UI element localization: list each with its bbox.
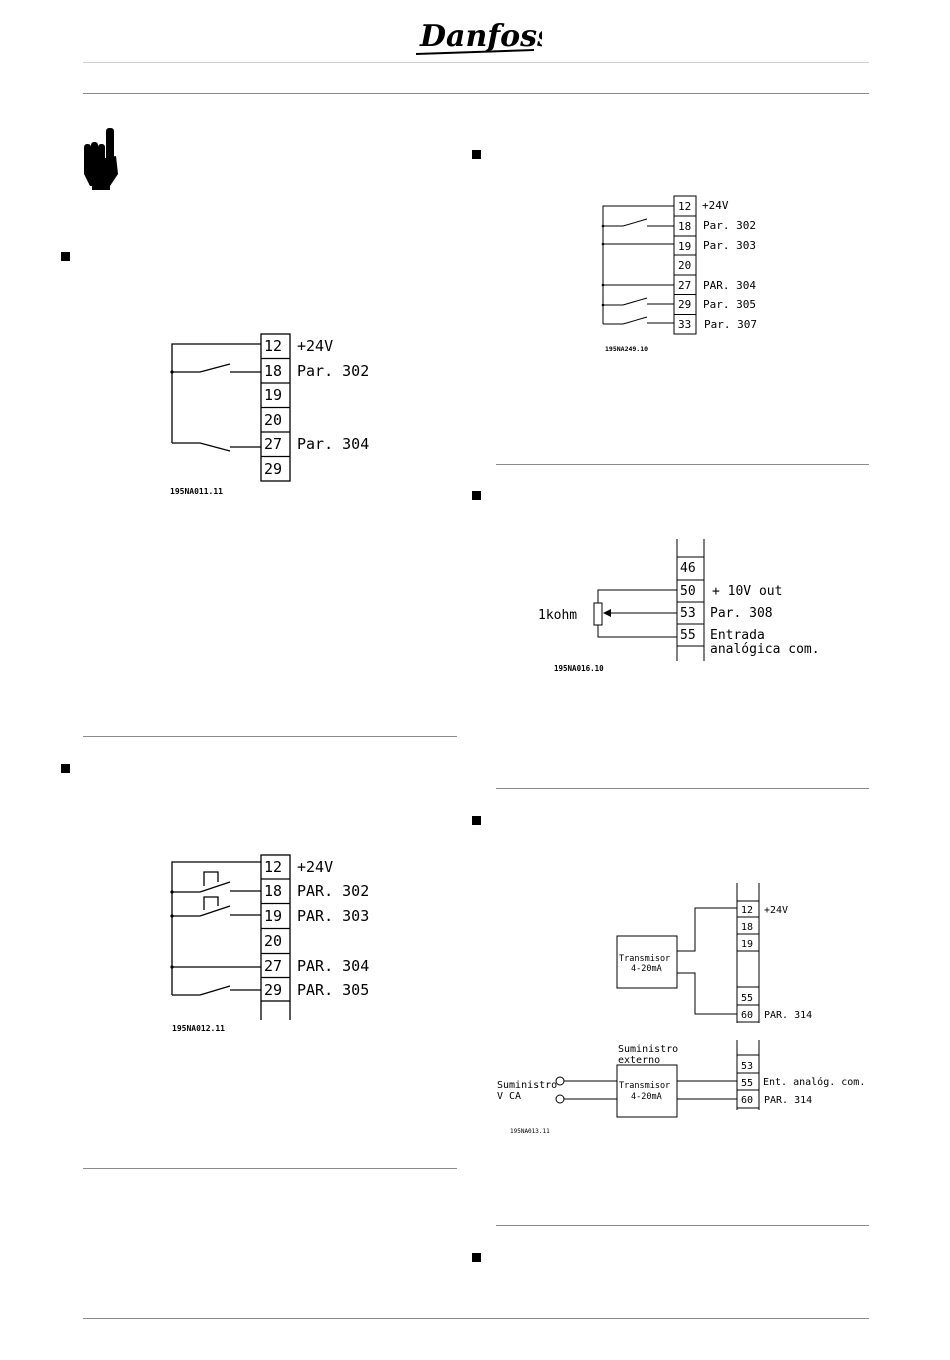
terminal-label: Ent. analóg. com.: [763, 1076, 865, 1088]
section-bullet: [472, 491, 481, 500]
figure-code: 195NA016.10: [554, 664, 604, 673]
terminal-label: +24V: [297, 337, 333, 355]
supply-label: V CA: [497, 1091, 521, 1102]
terminal-number: 18: [678, 220, 691, 233]
transmitter-diagram: 12 18 19 55 60 +24V PAR. 314 53 55 60 En…: [497, 883, 865, 1135]
terminal-label: PAR. 303: [297, 907, 369, 925]
terminal-number: 46: [680, 561, 696, 576]
terminal-label: PAR. 314: [764, 1010, 812, 1021]
section-divider: [83, 1168, 457, 1169]
brand-name: Danfoss: [419, 19, 542, 54]
section-divider: [83, 736, 457, 737]
section-bullet: [61, 252, 70, 261]
terminal-number: 20: [264, 411, 282, 429]
terminal-number: 19: [264, 386, 282, 404]
note-hand-icon: [84, 128, 118, 190]
terminal-label: Par. 305: [703, 298, 756, 311]
terminal-number: 20: [264, 932, 282, 950]
terminal-number: 50: [680, 584, 696, 599]
wiring-diagram-1: 12 18 19 20 27 29 +24V Par. 302 Par. 304…: [170, 333, 369, 496]
terminal-label: Par. 302: [297, 362, 369, 380]
figure-code: 195NA013.11: [510, 1128, 550, 1135]
terminal-label: +24V: [702, 199, 729, 212]
section-bullet: [472, 1253, 481, 1262]
terminal-number: 19: [264, 907, 282, 925]
terminal-label: PAR. 304: [703, 279, 756, 292]
terminal-label: +24V: [764, 905, 788, 916]
transmitter-label: Transmisor: [619, 954, 670, 964]
terminal-number: 18: [741, 922, 753, 933]
section-bullet: [472, 816, 481, 825]
section-divider: [496, 464, 869, 465]
terminal-number: 55: [741, 993, 753, 1004]
terminal-label: PAR. 302: [297, 882, 369, 900]
terminal-label: PAR. 304: [297, 957, 369, 975]
terminal-number: 18: [264, 882, 282, 900]
terminal-label: Par. 304: [297, 435, 369, 453]
section-bullet: [61, 764, 70, 773]
terminal-number: 29: [678, 298, 691, 311]
figure-code: 195NA011.11: [170, 487, 223, 496]
terminal-number: 29: [264, 981, 282, 999]
wiring-diagram-2: 12 18 19 20 27 29 +24V PAR. 302 PAR. 303…: [170, 854, 369, 1033]
terminal-number: 53: [741, 1061, 753, 1072]
terminal-label: PAR. 305: [297, 981, 369, 999]
terminal-number: 53: [680, 606, 696, 621]
terminal-number: 19: [741, 939, 753, 950]
figure-code: 195NA012.11: [172, 1024, 225, 1033]
wiring-diagram-3: 12 18 19 20 27 29 33 +24V Par. 302 Par. …: [601, 195, 757, 353]
transmitter-label: 4-20mA: [631, 1092, 662, 1102]
transmitter-label: 4-20mA: [631, 964, 662, 974]
terminal-number: 29: [264, 460, 282, 478]
footer-rule: [83, 1318, 869, 1319]
terminal-number: 27: [264, 435, 282, 453]
terminal-number: 55: [741, 1078, 753, 1089]
section-divider: [496, 1225, 869, 1226]
terminal-number: 12: [264, 337, 282, 355]
terminal-number: 19: [678, 240, 691, 253]
terminal-number: 27: [678, 279, 691, 292]
terminal-number: 55: [680, 628, 696, 643]
header-top-rule: [83, 62, 869, 63]
supply-label: externo: [618, 1055, 660, 1066]
terminal-label: +24V: [297, 858, 333, 876]
terminal-label: Entrada: [710, 628, 765, 643]
section-divider: [496, 788, 869, 789]
resistor-label: 1kohm: [538, 608, 577, 623]
terminal-number: 60: [741, 1095, 753, 1106]
terminal-number: 12: [678, 200, 691, 213]
terminal-label: Par. 307: [704, 318, 757, 331]
supply-label: Suministro: [618, 1044, 678, 1055]
terminal-number: 12: [741, 905, 753, 916]
terminal-number: 18: [264, 362, 282, 380]
danfoss-logo: Danfoss: [415, 19, 542, 55]
terminal-label: Par. 303: [703, 239, 756, 252]
figure-code: 195NA249.10: [605, 345, 648, 353]
terminal-label: analógica com.: [710, 642, 820, 657]
terminal-label: Par. 302: [703, 219, 756, 232]
terminal-label: PAR. 314: [764, 1095, 812, 1106]
terminal-label: Par. 308: [710, 606, 773, 621]
supply-label: Suministro: [497, 1080, 557, 1091]
terminal-number: 60: [741, 1010, 753, 1021]
terminal-number: 33: [678, 318, 691, 331]
terminal-number: 12: [264, 858, 282, 876]
section-bullet: [472, 150, 481, 159]
transmitter-label: Transmisor: [619, 1081, 670, 1091]
header-rule: [83, 93, 869, 94]
terminal-label: + 10V out: [712, 584, 782, 599]
potentiometer-diagram: 46 50 53 55 + 10V out Par. 308 Entrada a…: [538, 539, 820, 673]
terminal-number: 20: [678, 259, 691, 272]
terminal-number: 27: [264, 957, 282, 975]
